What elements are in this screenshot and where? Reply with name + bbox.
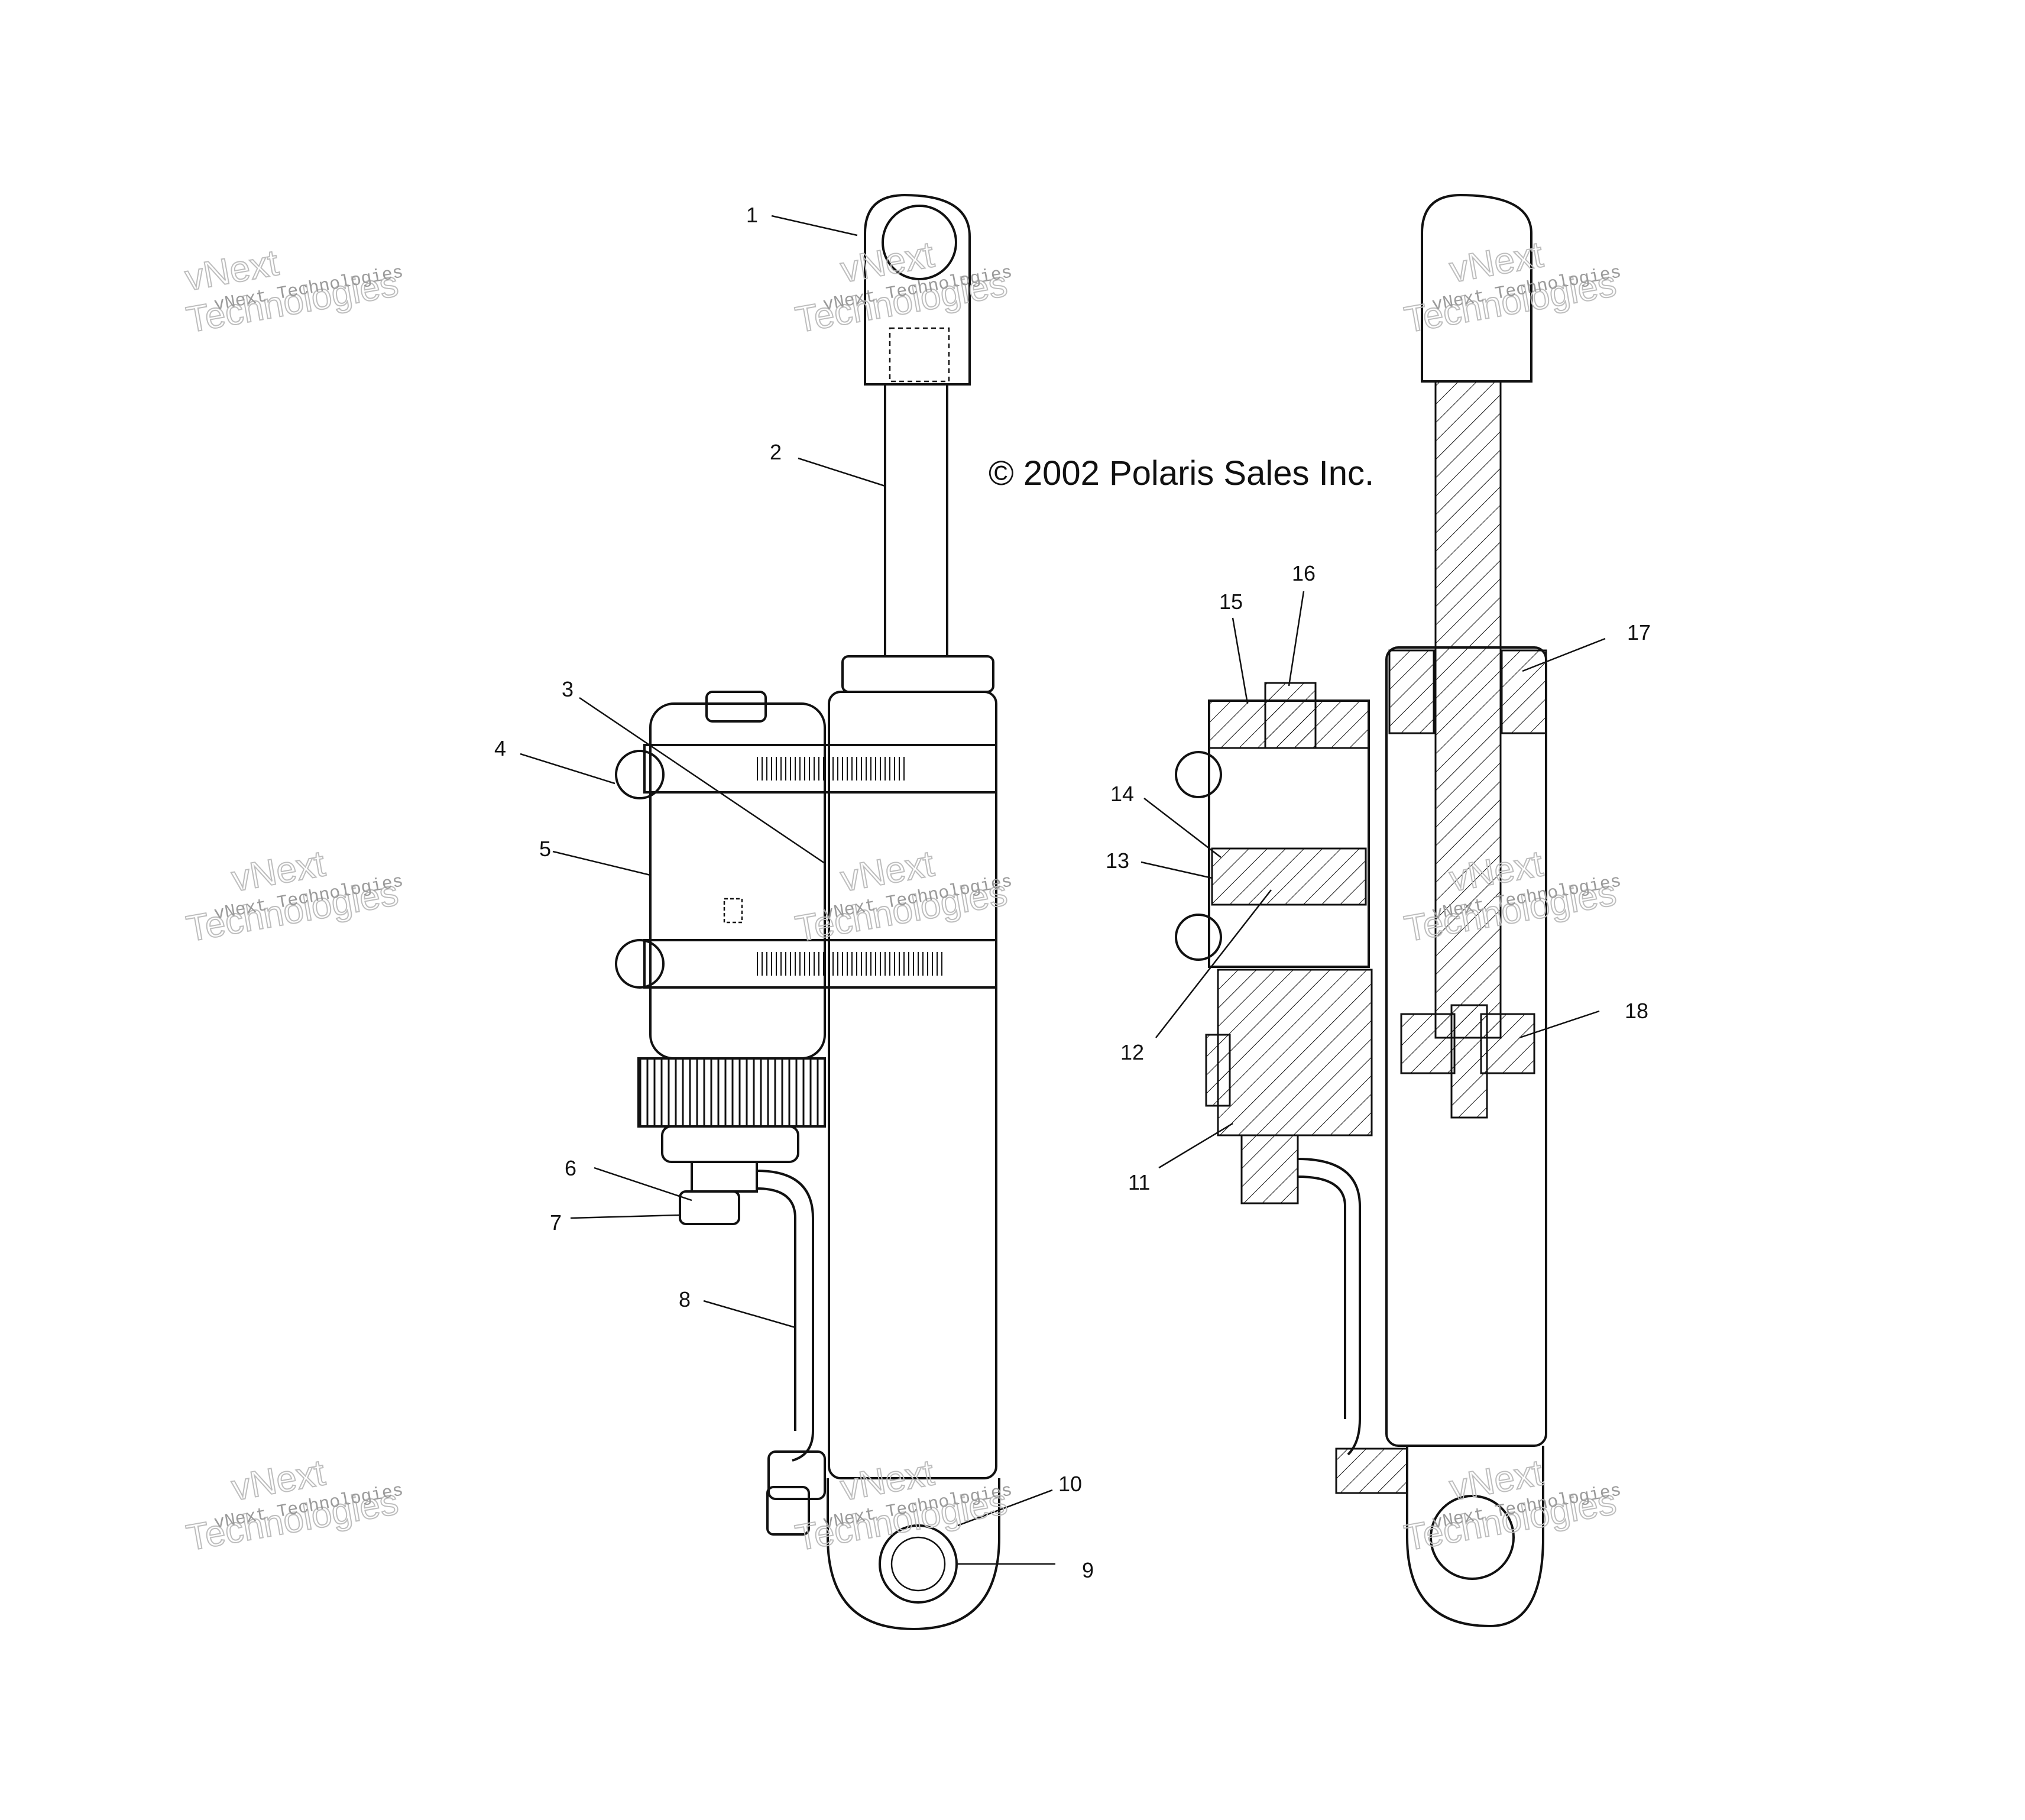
callout-12: 12 <box>1120 1040 1144 1064</box>
lower-clamp-band <box>757 952 946 976</box>
cutaway-floating-piston <box>1211 847 1367 906</box>
reservoir-cap-hex <box>705 691 767 723</box>
cutaway-piston-left <box>1400 1013 1456 1074</box>
lower-eyelet-bushing <box>890 1536 946 1592</box>
lower-clamp-strap <box>643 939 997 989</box>
callout-16: 16 <box>1292 561 1316 585</box>
watermark-3: vNext Technologies vNext Technologies <box>1401 234 1622 341</box>
upper-clamp-strap <box>643 744 997 794</box>
cutaway-piston-bolt <box>1450 1004 1488 1119</box>
main-body <box>828 691 997 1479</box>
callout-7: 7 <box>550 1210 562 1235</box>
cutaway-seal-head-left <box>1388 649 1435 734</box>
shaft <box>884 383 948 658</box>
callout-labels: 1 2 3 4 5 6 7 8 9 10 11 12 13 14 15 16 1… <box>494 203 1651 1582</box>
upper-eyelet-bushing <box>889 327 950 383</box>
watermark-5: vNext Technologies vNext Technologies <box>792 843 1013 950</box>
watermark-4: vNext Technologies vNext Technologies <box>183 843 404 950</box>
hose-elbow-fitting <box>767 1450 826 1500</box>
seal-cap <box>841 655 994 693</box>
watermark-6: vNext Technologies vNext Technologies <box>1401 843 1622 950</box>
right-shock-cutaway <box>1175 193 1547 1628</box>
callout-10: 10 <box>1058 1472 1082 1496</box>
copyright-notice: © 2002 Polaris Sales Inc. <box>989 454 1374 493</box>
callout-11: 11 <box>1128 1170 1150 1194</box>
cutaway-piston-right <box>1480 1013 1535 1074</box>
fitting <box>691 1161 758 1193</box>
cutaway-lower-eyelet-hole <box>1430 1495 1515 1580</box>
callout-2: 2 <box>770 440 782 464</box>
watermarks: vNext Technologies vNext Technologies vN… <box>182 234 1623 1559</box>
cutaway-lower-fitting <box>1335 1447 1408 1494</box>
cutaway-adjuster-side <box>1205 1034 1231 1107</box>
callout-3: 3 <box>562 677 574 701</box>
reservoir-mid <box>723 898 743 924</box>
cutaway-seal-head-right <box>1501 649 1547 734</box>
callout-14: 14 <box>1110 782 1134 806</box>
hose <box>756 1170 814 1462</box>
cutaway-bleed-fitting <box>1240 1134 1299 1204</box>
cutaway-hose-inner <box>1297 1175 1346 1419</box>
callout-6: 6 <box>565 1156 576 1180</box>
cutaway-reservoir-ball-upper <box>1175 751 1222 798</box>
hose-elbow-nut <box>766 1486 810 1536</box>
watermark-2: vNext Technologies vNext Technologies <box>792 234 1013 341</box>
watermark-7: vNext Technologies vNext Technologies <box>183 1452 404 1559</box>
watermark-1: vNext Technologies vNext Technologies <box>182 242 405 341</box>
upper-clamp-screw <box>615 750 665 799</box>
callout-9: 9 <box>1082 1558 1094 1582</box>
callout-17: 17 <box>1627 620 1651 645</box>
hose-inner <box>756 1187 796 1431</box>
callout-13: 13 <box>1106 849 1129 873</box>
callout-15: 15 <box>1219 590 1243 614</box>
callout-1: 1 <box>746 203 758 227</box>
knurled-adjuster <box>637 1057 826 1128</box>
cutaway-hose <box>1297 1158 1361 1456</box>
callout-18: 18 <box>1625 999 1648 1023</box>
cutaway-reservoir-ball-lower <box>1175 914 1222 961</box>
callout-5: 5 <box>539 837 551 861</box>
adjuster-base <box>661 1125 799 1163</box>
watermark-9: vNext Technologies vNext Technologies <box>1401 1452 1622 1559</box>
lower-clamp-screw <box>615 939 665 989</box>
callout-4: 4 <box>494 736 506 760</box>
leader-lines <box>520 215 1606 1565</box>
callout-8: 8 <box>679 1287 691 1311</box>
cutaway-valve-insert <box>1264 682 1317 749</box>
nut <box>679 1190 740 1225</box>
lower-eyelet-hole <box>879 1524 958 1604</box>
upper-eyelet-hole <box>882 205 957 280</box>
cutaway-lower-eyelet <box>1406 1446 1544 1628</box>
upper-clamp-band <box>757 757 905 781</box>
left-shock-assembly <box>615 193 1000 1631</box>
cutaway-shaft <box>1434 380 1502 1039</box>
cutaway-main-body <box>1385 646 1547 1447</box>
cutaway-upper-eyelet <box>1421 193 1532 383</box>
lower-eyelet <box>827 1478 1000 1631</box>
upper-eyelet <box>864 193 971 386</box>
cutaway-adjuster-body <box>1217 969 1373 1136</box>
